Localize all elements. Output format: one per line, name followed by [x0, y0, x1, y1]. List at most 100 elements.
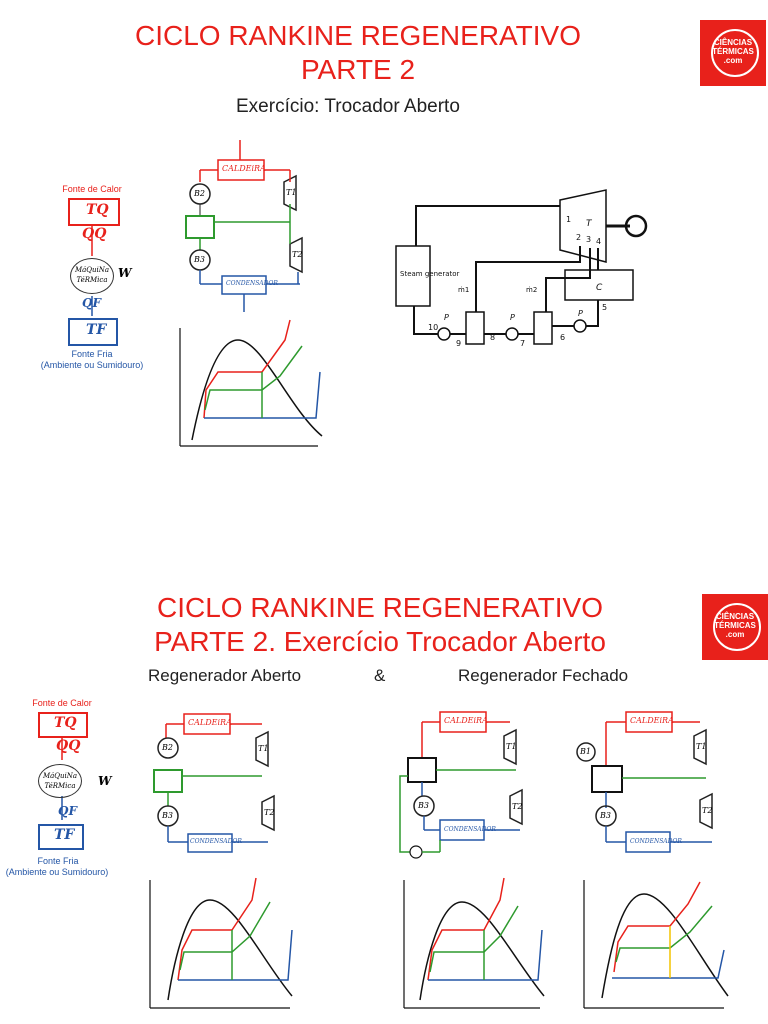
label-closed-regenerator: Regenerador Fechado	[458, 666, 629, 685]
open-fwh-schematic-2	[153, 713, 275, 853]
closed-fwh-schematic-2	[576, 711, 713, 853]
work-symbol-2: W	[98, 774, 112, 788]
turbine-t1-icon	[283, 174, 297, 212]
fig-p3: P	[578, 309, 583, 318]
logo-line2: TÉRMICAS	[712, 47, 754, 56]
cold-sink-sublabel-2: (Ambiente ou Sumidouro)	[5, 867, 109, 877]
fig-n6: 6	[560, 333, 565, 342]
logo2-line2: TÉRMICAS	[714, 621, 756, 630]
label-ampersand: &	[374, 666, 386, 685]
condenser-label-2c: CONDENSADOR	[630, 838, 682, 845]
condenser-label-2b: CONDENSADOR	[444, 826, 496, 833]
pump-icon-c	[437, 327, 451, 341]
work-symbol: W	[118, 266, 132, 280]
pump-b2-label-2a: B2	[162, 743, 173, 752]
turbine-t2-icon	[289, 236, 303, 274]
logo-line1: CIÊNCIAS	[713, 38, 753, 47]
turbine-t1-label-2a: T1	[258, 744, 269, 753]
fig-condenser-label: C	[596, 283, 603, 293]
logo-line3: .com	[723, 56, 743, 65]
logo2-line3: .com	[725, 630, 745, 639]
cold-sink-label: Fonte Fria	[71, 349, 113, 359]
pump-b3-label: B3	[194, 255, 205, 264]
cold-sink-sublabel: (Ambiente ou Sumidouro)	[40, 360, 144, 370]
turbine-t1-label: T1	[286, 188, 297, 197]
cold-sink-label-2: Fonte Fria	[37, 856, 79, 866]
open-heater-box	[185, 215, 215, 239]
cold-reservoir-symbol: TF	[86, 322, 107, 338]
turbine-t2-label-2b: T2	[512, 802, 523, 811]
open-fwh-schematic-1	[185, 140, 303, 312]
fig-n2: 2	[576, 233, 581, 242]
ts-diagram-2a	[149, 877, 293, 1009]
throttle-valve-icon	[409, 845, 423, 859]
fig-m1: ṁ1	[458, 286, 469, 294]
fig-n3: 3	[586, 235, 591, 244]
fig-steam-gen: Steam generator	[400, 270, 460, 278]
machine-line2: TéRMica	[76, 276, 108, 284]
pump-b2-label: B2	[194, 189, 205, 198]
hot-reservoir-symbol: TQ	[86, 202, 109, 218]
heater-1-box	[465, 311, 485, 345]
slide1-logo: CIÊNCIAS TÉRMICAS .com	[700, 20, 766, 86]
fig-n4: 4	[596, 237, 601, 246]
fig-m2: ṁ2	[526, 286, 537, 294]
fig-n5: 5	[602, 303, 607, 312]
pump-b1-label-2c: B1	[580, 747, 591, 756]
machine2-line1: MáQuiNa	[42, 772, 78, 780]
fig-n1: 1	[566, 215, 571, 224]
heat-engine-circle-2: MáQuiNa TéRMica	[38, 764, 82, 798]
turbine-t2-label: T2	[292, 250, 303, 259]
slide1-subtitle: Exercício: Trocador Aberto	[236, 96, 460, 117]
figure-labels: Steam generator T C ṁ1 ṁ2 P P P 1 2 3 4 …	[400, 215, 607, 348]
pump-b3-label-2c: B3	[600, 811, 611, 820]
slide1-title-line2: PARTE 2	[300, 54, 416, 85]
heater-2-box	[533, 311, 553, 345]
cold-reservoir-symbol-2: TF	[54, 827, 75, 843]
closed-fwh-schematic-1	[399, 711, 523, 859]
ts-diagram-2b	[403, 877, 545, 1009]
fig-n7: 7	[520, 339, 525, 348]
fig-p1: P	[444, 313, 449, 322]
heat-out-symbol-2: QF	[58, 804, 77, 818]
turbine-t2-label-2c: T2	[702, 806, 713, 815]
logo2-line1: CIÊNCIAS	[715, 612, 755, 621]
slide1-title-line1: CICLO RANKINE REGENERATIVO	[134, 20, 581, 51]
ts-diagram-2c	[583, 880, 729, 1009]
machine2-line2: TéRMica	[44, 782, 76, 790]
logo-ring-icon	[711, 29, 759, 77]
pump-icon-b	[505, 327, 519, 341]
turbine-t2-label-2a: T2	[264, 808, 275, 817]
boiler-label-2b: CALDEiRA	[444, 716, 488, 725]
turbine-t1-label-2c: T1	[696, 742, 707, 751]
fig-n8: 8	[490, 333, 495, 342]
turbine-t1-label-2b: T1	[506, 742, 517, 751]
pump-b3-label-2b: B3	[418, 801, 429, 810]
hot-reservoir-box: TQ	[68, 198, 120, 226]
boiler-label-2c: CALDEiRA	[630, 716, 674, 725]
heat-source-label-2: Fonte de Calor	[32, 698, 92, 708]
generator-icon	[624, 214, 648, 238]
pump-icon-a	[573, 319, 587, 333]
slide2-title-line1: CICLO RANKINE REGENERATIVO	[156, 592, 603, 623]
fig-p2: P	[510, 313, 515, 322]
hot-reservoir-symbol-2: TQ	[54, 715, 77, 731]
cold-reservoir-box: TF	[68, 318, 118, 346]
heat-engine-circle: MáQuiNa TéRMica	[70, 258, 114, 294]
fig-n10: 10	[428, 323, 438, 332]
slide2-title-line2: PARTE 2. Exercício Trocador Aberto	[154, 626, 606, 657]
turbine-icon	[559, 189, 607, 263]
condenser-label: CONDENSADOR	[226, 280, 278, 287]
ts-diagram-1	[179, 319, 323, 447]
fig-n9: 9	[456, 339, 461, 348]
slide2-logo: CIÊNCIAS TÉRMICAS .com	[702, 594, 768, 660]
heat-in-symbol: QQ	[82, 226, 107, 242]
machine-line1: MáQuiNa	[74, 266, 110, 274]
textbook-figure	[395, 189, 648, 345]
boiler-label-2a: CALDEiRA	[188, 718, 232, 727]
saturation-dome	[191, 339, 323, 441]
boiler-label: CALDEiRA	[222, 164, 266, 173]
logo2-ring-icon	[713, 603, 761, 651]
cold-reservoir-box-2: TF	[38, 824, 84, 850]
